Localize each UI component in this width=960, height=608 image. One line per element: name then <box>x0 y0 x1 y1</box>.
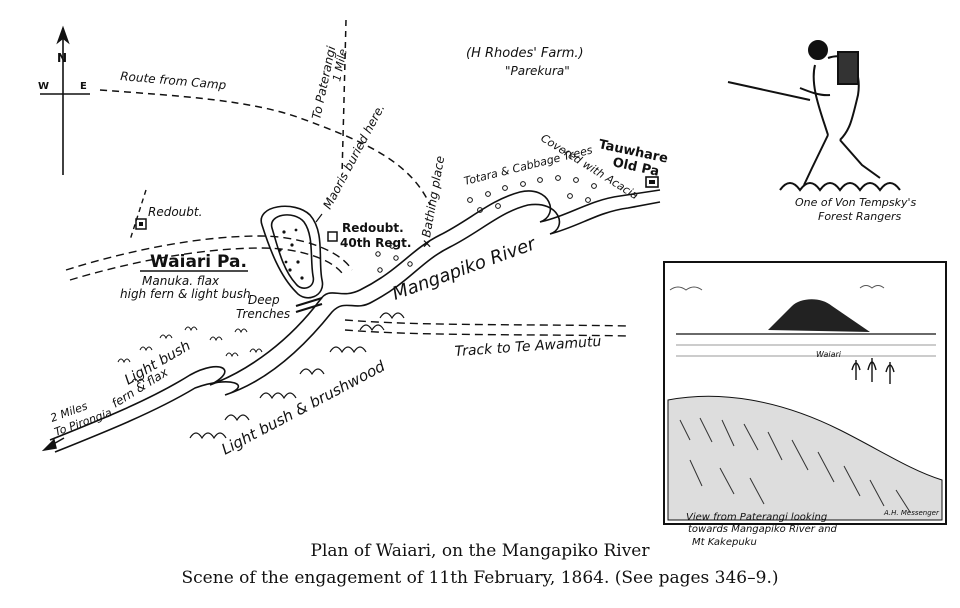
inset-caption-line1: View from Paterangi looking <box>686 512 827 523</box>
mangapiko-river <box>49 189 661 453</box>
waiari-pa-enclosure <box>260 205 324 299</box>
light-bush-area-left <box>117 326 263 384</box>
to-paterangi-road <box>341 19 347 176</box>
farm-name-line1: (H Rhodes' Farm.) <box>466 46 584 61</box>
compass-e-label: E <box>80 81 87 92</box>
inset-waiari-label: Waiari <box>816 350 842 359</box>
farm-name-line2: "Parekura" <box>505 64 570 78</box>
inset-signature: A.H. Messenger <box>883 509 940 517</box>
redoubt-40th-label-line1: Redoubt. <box>342 221 404 235</box>
inset-caption-line2: towards Mangapiko River and <box>688 524 838 535</box>
compass-n-label: N <box>57 51 67 65</box>
trenches-label: Trenches <box>236 307 290 321</box>
compass-rose <box>40 25 90 175</box>
figure-caption-subtitle: Scene of the engagement of 11th February… <box>181 568 779 588</box>
redoubt-left-label: Redoubt. <box>148 205 202 219</box>
main-track <box>65 235 353 281</box>
brushwood-area <box>189 312 405 440</box>
inset-caption-line3: Mt Kakepuku <box>692 537 757 548</box>
forest-ranger-illustration <box>727 40 901 192</box>
to-paterangi-label: To Paterangi <box>309 44 338 120</box>
inset-view-panel <box>663 261 947 525</box>
route-from-camp-label: Route from Camp <box>120 69 227 92</box>
figure-caption-title: Plan of Waiari, on the Mangapiko River <box>310 541 650 561</box>
manuka-label-line2: high fern & light bush <box>120 287 251 301</box>
ranger-caption-line2: Forest Rangers <box>818 210 902 223</box>
redoubt-40th-label-line2: 40th Regt. <box>340 236 411 250</box>
maoris-buried-label: Maoris buried here. <box>320 102 387 212</box>
light-bush-brushwood-label: Light bush & brushwood <box>218 357 388 459</box>
ranger-caption-line1: One of Von Tempsky's <box>795 196 917 209</box>
deep-trenches-lines <box>295 296 323 314</box>
pa-interior-scrub <box>278 228 304 280</box>
compass-w-label: W <box>38 81 49 92</box>
pirongia-arrow <box>41 437 65 452</box>
manuka-label-line1: Manuka. flax <box>142 274 220 288</box>
tree-dots-totara <box>375 175 597 273</box>
bathing-place-label: Bathing place <box>419 155 447 239</box>
track-to-te-awamutu-label: Track to Te Awamutu <box>454 334 602 360</box>
mangapiko-river-label: Mangapiko River <box>390 233 540 305</box>
track-to-te-awamutu <box>344 319 631 337</box>
tauwhare-old-pa-marker <box>645 176 659 188</box>
route-from-camp-line <box>99 89 431 206</box>
redoubt-40th-marker <box>327 231 338 242</box>
redoubt-left-marker <box>135 218 147 230</box>
bathing-place-marker: ✕ <box>422 237 432 251</box>
deep-label: Deep <box>248 293 280 307</box>
waiari-pa-label: Waiari Pa. <box>150 252 247 272</box>
